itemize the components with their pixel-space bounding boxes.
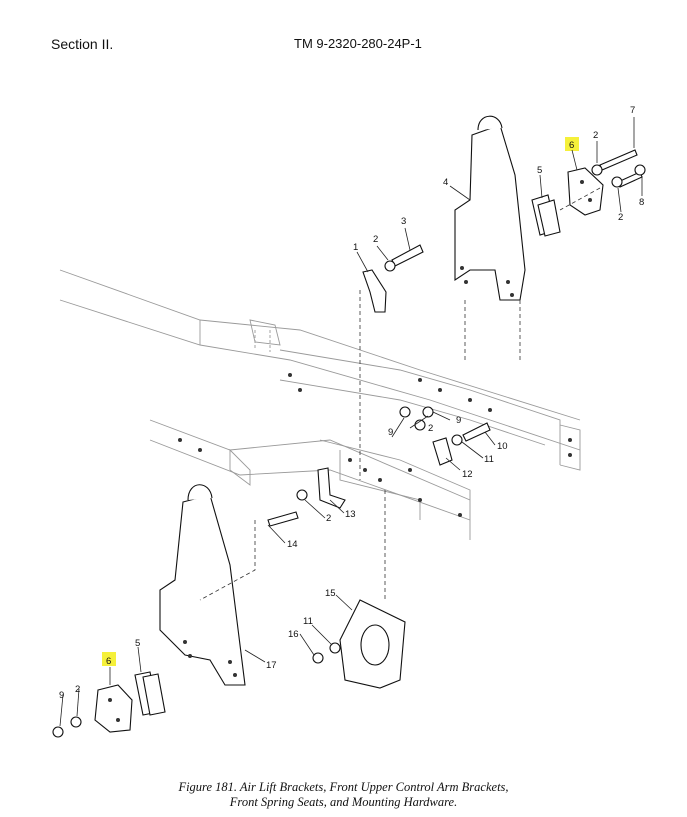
attachment-lines [199,187,601,601]
callout-6: 6 [569,140,574,151]
bracket-6-upper [567,167,604,216]
callout-2: 2 [428,423,433,434]
bracket-6-lower [94,684,133,733]
section-label: Section II. [51,36,114,52]
bolts [267,149,643,527]
tm-number: TM 9-2320-280-24P-1 [294,36,422,51]
callout-labels: 7 2 6 5 4 8 2 3 2 1 9 2 9 10 11 12 13 2 … [59,105,644,701]
figure-caption-line-1: Figure 181. Air Lift Brackets, Front Upp… [178,780,509,794]
leader-lines [59,117,643,727]
shim-5-lower [134,671,166,716]
callout-8: 8 [639,197,644,208]
shim-5-upper [531,194,561,237]
callout-5: 5 [135,638,140,649]
washers-and-nuts [52,164,646,738]
highlight-lower [102,652,116,666]
callout-17: 17 [266,660,277,671]
spring-seat [339,599,406,689]
callout-2: 2 [618,212,623,223]
callout-16: 16 [288,629,299,640]
callout-9: 9 [59,690,64,701]
callout-7: 7 [630,105,635,116]
callout-9: 9 [388,427,393,438]
bracket-13 [317,467,346,509]
callout-2: 2 [326,513,331,524]
highlight-upper [565,137,579,151]
vehicle-frame [59,269,581,540]
callout-2: 2 [75,684,80,695]
figure-caption-line-2: Front Spring Seats, and Mounting Hardwar… [229,795,458,809]
callout-11: 11 [484,454,494,465]
callout-10: 10 [497,441,508,452]
callout-2: 2 [593,130,598,141]
air-lift-bracket-upper [454,115,526,301]
callout-9: 9 [456,415,461,426]
callout-14: 14 [287,539,298,550]
callout-11: 11 [303,616,313,627]
callout-4: 4 [443,177,448,188]
air-lift-bracket-lower [159,484,246,686]
callout-3: 3 [401,216,406,227]
bracket-1 [362,269,387,313]
callout-6: 6 [106,656,111,667]
callout-15: 15 [325,588,336,599]
bracket-12 [432,437,453,466]
callout-2: 2 [373,234,378,245]
callout-12: 12 [462,469,473,480]
callout-1: 1 [353,242,358,253]
callout-5: 5 [537,165,542,176]
callout-13: 13 [345,509,356,520]
